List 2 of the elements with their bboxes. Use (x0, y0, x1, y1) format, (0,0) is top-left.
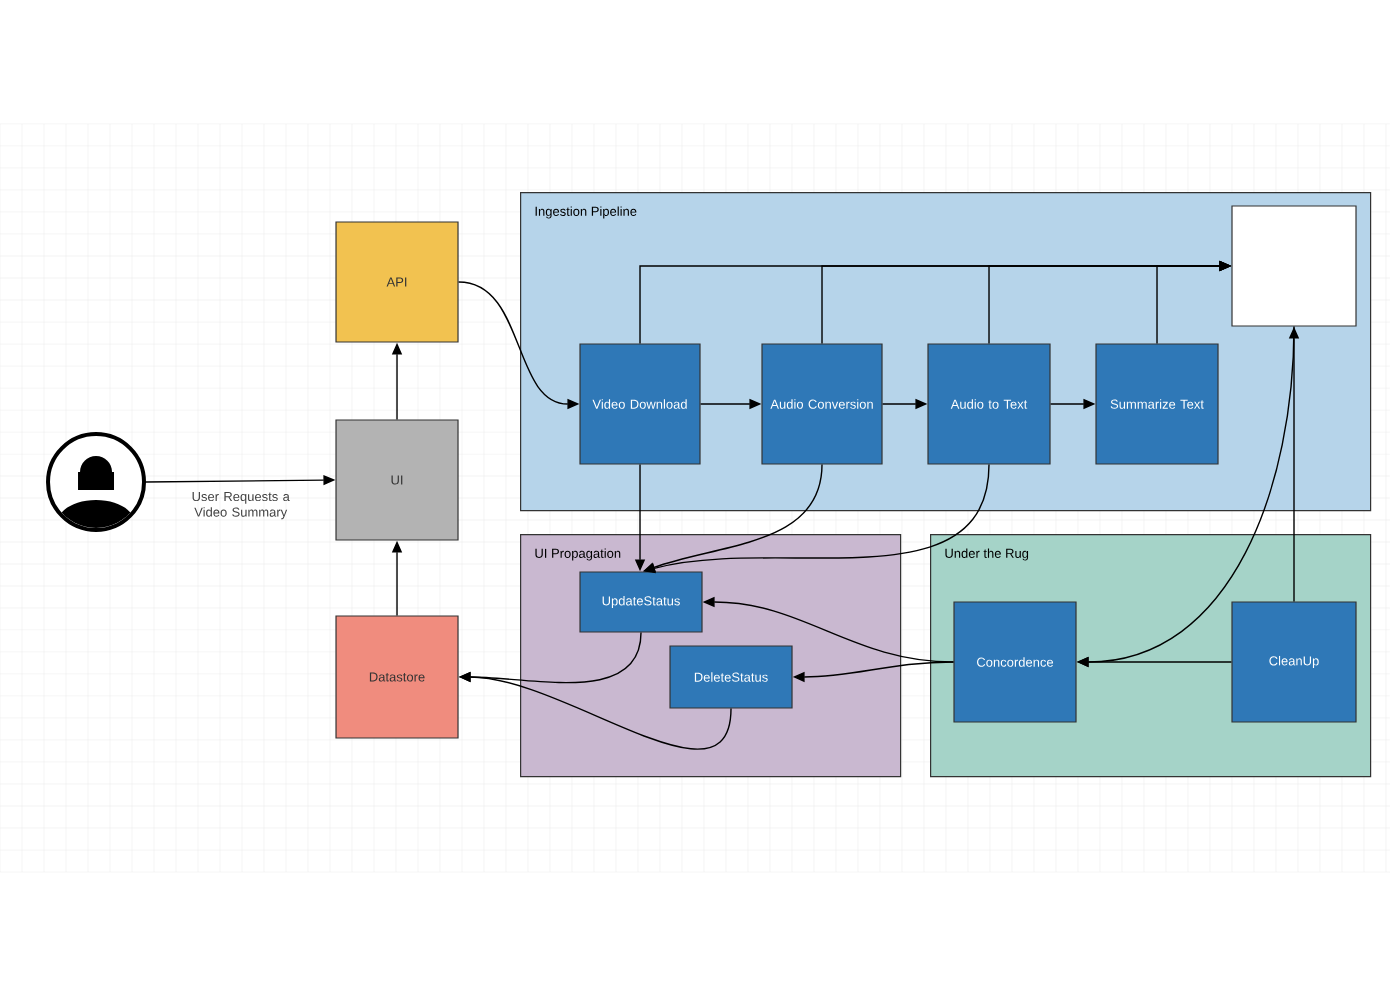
storage-box (1231, 205, 1357, 327)
person-icon (46, 432, 146, 532)
